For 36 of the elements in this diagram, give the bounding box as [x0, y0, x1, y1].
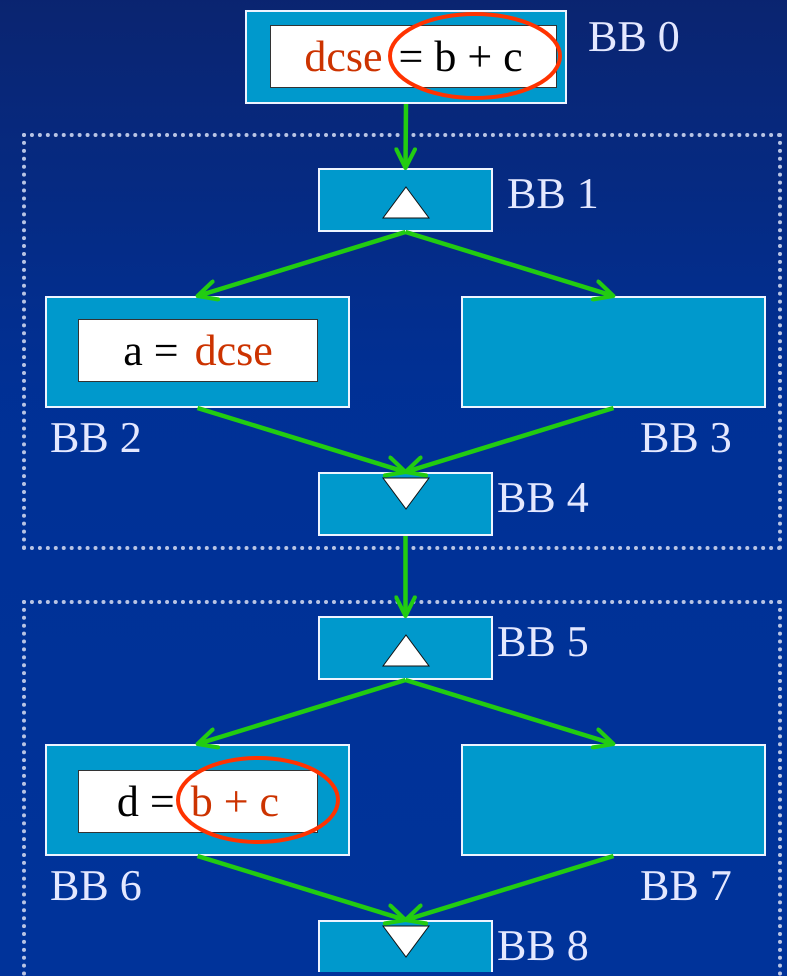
- arrow: [196, 406, 408, 478]
- basic-block: [461, 744, 766, 856]
- code-text: d =: [116, 780, 175, 824]
- basic-block: [318, 168, 493, 232]
- block-label: BB 8: [497, 924, 589, 968]
- code-text: dcse: [194, 328, 273, 372]
- arrow: [196, 854, 408, 926]
- basic-block: [318, 472, 493, 536]
- code-text: = b + c: [398, 34, 523, 78]
- code-text: a =: [123, 328, 179, 372]
- block-label: BB 4: [497, 476, 589, 520]
- basic-block: [461, 296, 766, 408]
- basic-block: [45, 744, 350, 856]
- arrow: [403, 406, 614, 478]
- block-label: BB 0: [588, 15, 680, 59]
- block-label: BB 6: [50, 864, 142, 908]
- arrow: [404, 230, 616, 302]
- block-label: BB 5: [497, 620, 589, 664]
- arrow: [404, 678, 616, 750]
- code-text: b + c: [190, 780, 280, 824]
- arrow: [195, 230, 406, 302]
- arrow: [394, 536, 417, 618]
- arrow: [394, 104, 418, 170]
- arrow: [195, 678, 406, 750]
- basic-block: [45, 296, 350, 408]
- loop-region: [22, 600, 782, 976]
- basic-block: [318, 616, 493, 680]
- loop-region: [22, 133, 782, 550]
- basic-block: [245, 10, 567, 104]
- block-label: BB 1: [507, 172, 599, 216]
- code-text: dcse: [304, 34, 382, 78]
- basic-block: [318, 920, 493, 972]
- block-label: BB 3: [640, 416, 732, 460]
- arrow: [403, 854, 614, 926]
- block-label: BB 2: [50, 416, 142, 460]
- block-label: BB 7: [640, 864, 732, 908]
